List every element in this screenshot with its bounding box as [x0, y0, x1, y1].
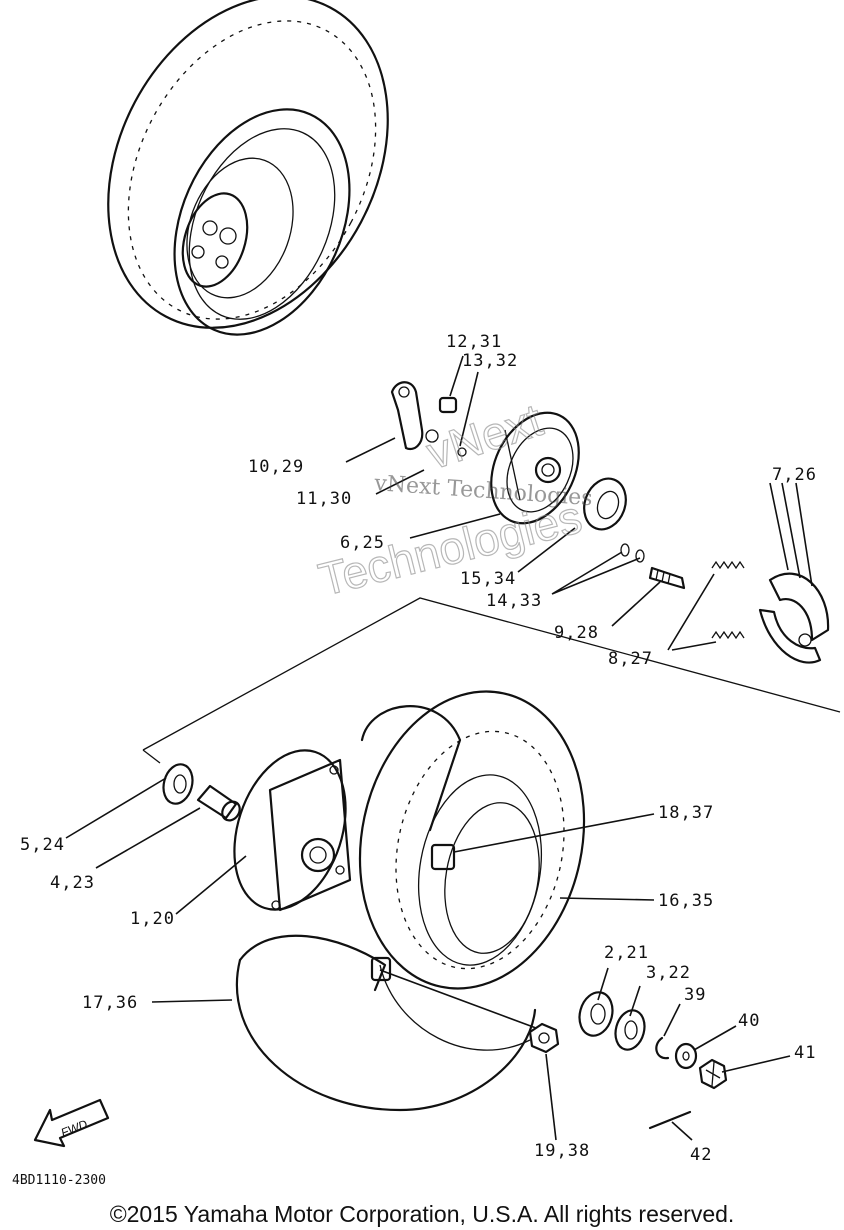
watermark-line-2b: Technologies: [314, 490, 587, 605]
callout-17-36: 17,36: [82, 993, 138, 1013]
o-rings: [620, 543, 645, 563]
callout-39: 39: [684, 985, 706, 1005]
tire-valve: [370, 843, 456, 982]
callout-5-24: 5,24: [20, 835, 65, 855]
callout-6-25: 6,25: [340, 533, 385, 553]
callout-16-35: 16,35: [658, 891, 714, 911]
fwd-label: FWD: [59, 1117, 90, 1140]
callout-41: 41: [794, 1043, 816, 1063]
oil-seal: [614, 1009, 646, 1051]
callout-14-33: 14,33: [486, 591, 542, 611]
brake-drum-panel: [490, 411, 580, 525]
callout-7-26: 7,26: [772, 465, 817, 485]
rim-outer-half: [358, 690, 586, 990]
callout-19-38: 19,38: [534, 1141, 590, 1161]
callout-2-21: 2,21: [604, 943, 649, 963]
callout-11-30: 11,30: [296, 489, 352, 509]
hub-bearing-right: [578, 991, 614, 1037]
callout-42: 42: [690, 1145, 712, 1165]
callout-1-20: 1,20: [130, 909, 175, 929]
callout-40: 40: [738, 1011, 760, 1031]
rim-inner-half: [235, 934, 537, 1112]
axle-nut: [698, 1058, 728, 1090]
hub-bearing-left: [162, 763, 194, 805]
group-frame: [142, 597, 841, 751]
wheel-hub: [233, 749, 352, 912]
copyright-notice: ©2015 Yamaha Motor Corporation, U.S.A. A…: [110, 1201, 735, 1227]
callout-8-27: 8,27: [608, 649, 653, 669]
cotter-pin: [648, 1110, 692, 1130]
circlip: [655, 1036, 670, 1060]
brake-cam-lever: [390, 381, 467, 457]
seal-ring: [583, 477, 627, 531]
callout-15-34: 15,34: [460, 569, 516, 589]
washer: [674, 1042, 698, 1070]
leader-lines: [65, 355, 813, 1141]
group-frame-tick: [142, 749, 161, 764]
brake-springs: [711, 560, 745, 640]
callout-9-28: 9,28: [554, 623, 599, 643]
callout-4-23: 4,23: [50, 873, 95, 893]
callout-18-37: 18,37: [658, 803, 714, 823]
brake-shoes: [758, 572, 830, 664]
watermark: vNext Technologies vNext Technologies: [313, 393, 593, 607]
hub-spacer: [196, 784, 241, 822]
callout-10-29: 10,29: [248, 457, 304, 477]
callout-12-31: 12,31: [446, 332, 502, 352]
wheel-nut: [528, 1022, 560, 1054]
callout-13-32: 13,32: [462, 351, 518, 371]
upper-wheel-assembly: [107, 0, 389, 336]
brake-bleed-bolt: [648, 566, 686, 590]
fwd-arrow-icon: FWD: [33, 1098, 110, 1148]
callout-3-22: 3,22: [646, 963, 691, 983]
diagram-code: 4BD1110-2300: [12, 1173, 106, 1188]
